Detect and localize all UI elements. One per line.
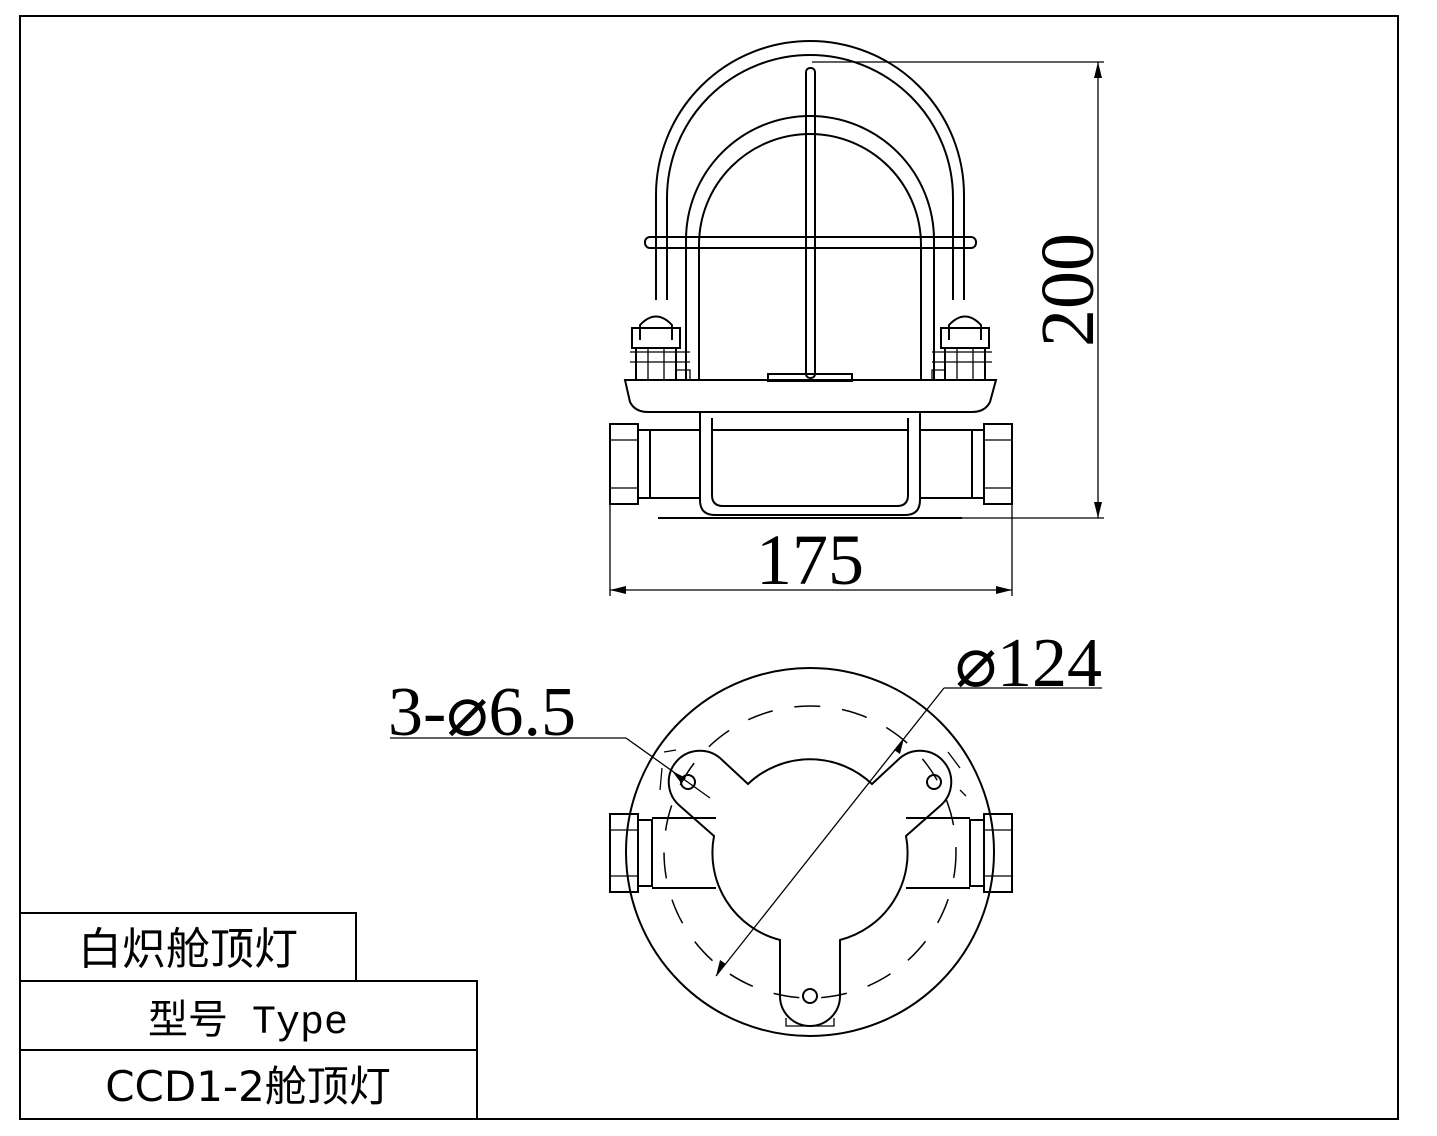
glass-globe-inner [698,133,922,380]
body-box [699,412,921,516]
mounting-circle-dashed [663,705,957,999]
left-cable-gland [609,423,700,505]
height-value: 200 [1026,233,1110,347]
mount-hole-bottom [802,988,818,1004]
width-value: 175 [756,520,864,600]
top-view: ⌀124 3-⌀6.5 [388,625,1102,1037]
guard-ring [644,236,977,249]
diameter-value: ⌀124 [955,625,1102,702]
type-label: 型号 Type [148,999,348,1046]
model-name: CCD1-2舱顶灯 [105,1062,391,1111]
right-clamp [931,315,992,381]
guard-outer-inner [666,54,954,300]
right-cable-gland [920,423,1013,505]
base-flange [623,379,998,413]
clip-bottom [785,1018,835,1027]
clip-right [947,751,967,797]
front-view: 200 175 [609,40,1110,600]
hole-value: 3-⌀6.5 [388,674,576,751]
clip-left [659,749,677,791]
top-right-gland [906,813,1013,893]
glass-globe [685,115,935,380]
hole-dimension: 3-⌀6.5 [388,674,711,799]
sheet-border [19,15,1399,1120]
body-box-inner [711,418,909,507]
title-block: 白炽舱顶灯 型号 Type CCD1-2舱顶灯 [19,912,478,1120]
mount-hole-right [926,774,942,790]
product-name: 白炽舱顶灯 [78,924,298,975]
guard-outer [655,40,965,300]
height-dimension: 200 [812,61,1110,519]
left-clamp [630,315,691,381]
guard-vertical-bar [805,67,816,379]
outer-circle [625,667,995,1037]
diameter-dimension: ⌀124 [715,625,1102,977]
width-dimension: 175 [609,504,1013,600]
three-arm-bracket [667,749,953,1027]
title-cell-model [19,1049,478,1120]
top-left-gland [609,813,716,893]
